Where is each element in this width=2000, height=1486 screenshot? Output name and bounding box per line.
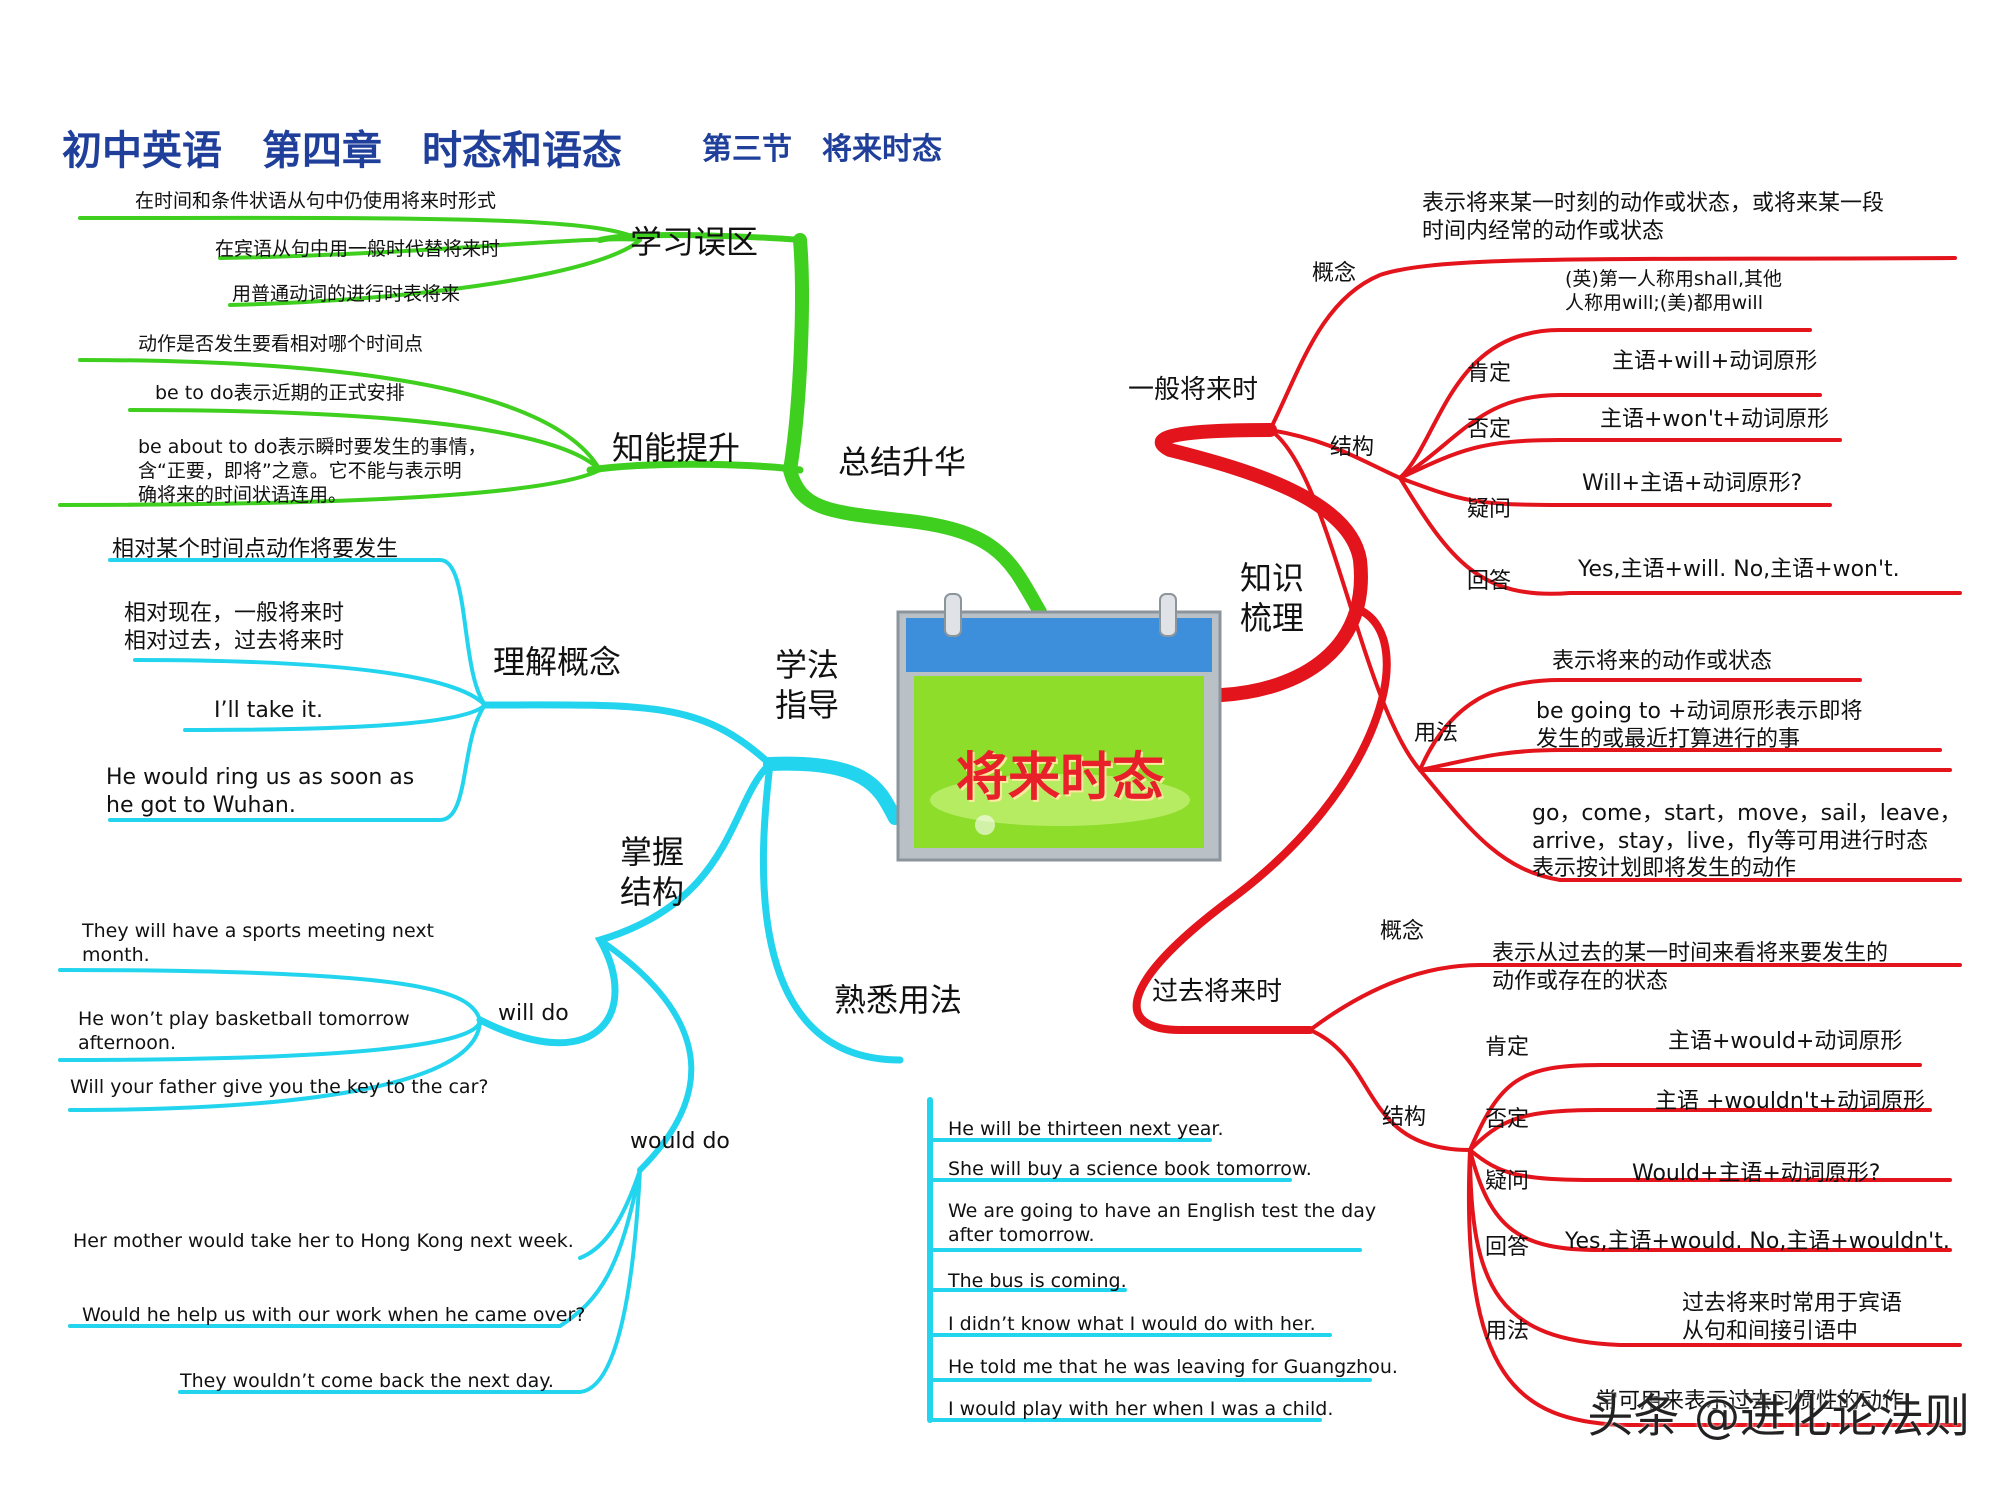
would-do-example: Her mother would take her to Hong Kong n… — [73, 1230, 574, 1252]
simple-future-usage-label: 用法 — [1414, 721, 1459, 746]
past-future-usage-item: 过去将来时常用于宾语 从句和间接引语中 — [1682, 1291, 1903, 1344]
will-do-example: They will have a sports meeting next mon… — [82, 920, 435, 966]
simple-future-concept-label: 概念 — [1312, 261, 1357, 286]
ability-item: 动作是否发生要看相对哪个时间点 — [138, 333, 424, 355]
structure-label: 掌握 结构 — [620, 833, 685, 911]
will-do-label: will do — [498, 1001, 569, 1026]
past-future-row-text: Yes,主语+would. No,主语+wouldn't. — [1565, 1229, 1950, 1254]
mistakes-item: 在宾语从句中用一般时代替将来时 — [215, 238, 501, 260]
past-future-row-label: 疑问 — [1485, 1169, 1530, 1194]
past-future-row-label: 肯定 — [1485, 1035, 1530, 1060]
center-topic: 将来时态 — [955, 748, 1164, 808]
would-do-example: Would he help us with our work when he c… — [82, 1304, 586, 1326]
simple-future-structure-label: 结构 — [1330, 435, 1375, 460]
mistakes-item: 在时间和条件状语从句中仍使用将来时形式 — [135, 190, 497, 212]
usage-example: We are going to have an English test the… — [948, 1200, 1377, 1246]
usage-example: I didn’t know what I would do with her. — [948, 1313, 1316, 1335]
simple-future-row-text: Yes,主语+will. No,主语+won't. — [1578, 557, 1900, 582]
ability-item: be to do表示近期的正式安排 — [155, 382, 405, 404]
past-future-row-text: 主语 +wouldn't+动词原形 — [1655, 1089, 1925, 1114]
past-future-concept-label: 概念 — [1380, 919, 1425, 944]
red-branch-label: 知识 梳理 — [1240, 559, 1305, 637]
simple-future-note: (英)第一人称用shall,其他 人称用will;(美)都用will — [1565, 268, 1783, 314]
concept-item: 相对某个时间点动作将要发生 — [112, 537, 399, 562]
simple-future-row-label: 肯定 — [1467, 361, 1512, 386]
ability-item: be about to do表示瞬时要发生的事情， 含“正要，即将”之意。它不能… — [138, 436, 487, 506]
red-branch-lines — [1132, 256, 1962, 1427]
green-branch-label: 总结升华 — [838, 443, 967, 481]
concept-label: 理解概念 — [493, 643, 622, 681]
usage-example: The bus is coming. — [948, 1270, 1127, 1292]
cyan-branch-label: 学法 指导 — [775, 646, 840, 724]
will-do-example: He won’t play basketball tomorrow aftern… — [78, 1008, 410, 1054]
simple-future-row-label: 否定 — [1467, 417, 1512, 442]
concept-item: He would ring us as soon as he got to Wu… — [106, 765, 415, 818]
mistakes-item: 用普通动词的进行时表将来 — [232, 283, 461, 305]
ability-label: 知能提升 — [612, 429, 741, 467]
simple-future-row-text: 主语+won't+动词原形 — [1600, 407, 1829, 432]
past-future-row-text: Would+主语+动词原形? — [1632, 1161, 1881, 1186]
page-title: 初中英语 第四章 时态和语态 — [62, 128, 622, 174]
past-future-label: 过去将来时 — [1152, 977, 1283, 1007]
center-calendar — [896, 593, 1222, 862]
usage-example: He told me that he was leaving for Guang… — [948, 1356, 1398, 1378]
section-title: 第三节 将来时态 — [702, 132, 942, 167]
watermark: 头条 @进化论法则 — [1587, 1389, 1970, 1443]
usage-example: I would play with her when I was a child… — [948, 1398, 1334, 1420]
past-future-concept-text: 表示从过去的某一时间来看将来要发生的 动作或存在的状态 — [1492, 941, 1889, 994]
usage-example: She will buy a science book tomorrow. — [948, 1158, 1312, 1180]
cyan-branch-lines — [58, 558, 1372, 1423]
simple-future-usage-item: 表示将来的动作或状态 — [1552, 649, 1773, 674]
mistakes-label: 学习误区 — [630, 223, 759, 261]
past-future-row-label: 回答 — [1485, 1235, 1530, 1260]
usage-example: He will be thirteen next year. — [948, 1118, 1224, 1140]
will-do-example: Will your father give you the key to the… — [70, 1076, 489, 1098]
concept-item: 相对现在，一般将来时 相对过去，过去将来时 — [124, 601, 345, 654]
past-future-row-text: 主语+would+动词原形 — [1668, 1029, 1903, 1054]
simple-future-row-text: 主语+will+动词原形 — [1612, 349, 1818, 374]
would-do-example: They wouldn’t come back the next day. — [180, 1370, 554, 1392]
usage-label: 熟悉用法 — [834, 981, 963, 1019]
would-do-label: would do — [630, 1129, 730, 1154]
past-future-usage-item: 常可用来表示过去习惯性的动作 — [1596, 1389, 1905, 1414]
simple-future-label: 一般将来时 — [1128, 375, 1259, 405]
past-future-row-label: 否定 — [1485, 1107, 1530, 1132]
past-future-usage-label: 用法 — [1485, 1319, 1530, 1344]
simple-future-row-label: 疑问 — [1467, 497, 1512, 522]
simple-future-row-text: Will+主语+动词原形? — [1582, 471, 1803, 496]
green-branch-lines — [58, 215, 1047, 619]
simple-future-row-label: 回答 — [1467, 569, 1512, 594]
simple-future-usage-item: go，come，start，move，sail，leave， arrive，st… — [1532, 801, 1962, 881]
concept-item: I’ll take it. — [214, 698, 324, 723]
simple-future-concept-text: 表示将来某一时刻的动作或状态，或将来某一段 时间内经常的动作或状态 — [1422, 191, 1885, 244]
past-future-structure-label: 结构 — [1382, 1105, 1427, 1130]
simple-future-usage-item: be going to +动词原形表示即将 发生的或最近打算进行的事 — [1536, 699, 1863, 752]
